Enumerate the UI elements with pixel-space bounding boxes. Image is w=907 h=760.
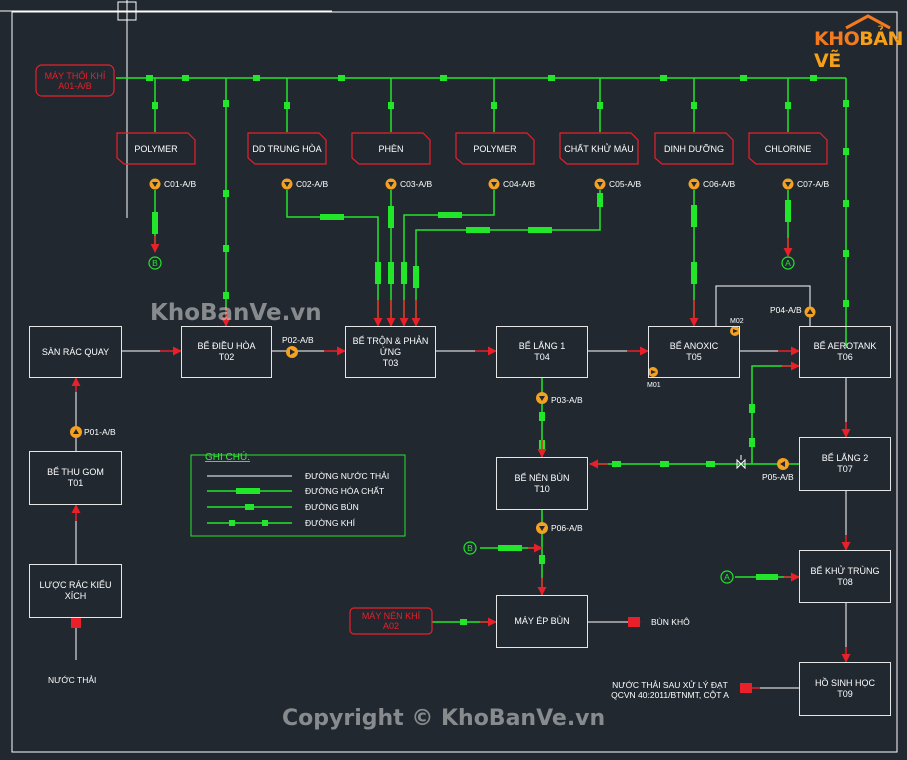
chemical-tag-c07: CHLORINE — [764, 143, 812, 154]
pump-label-p03: P03-A/B — [551, 395, 583, 405]
pump-label-c06: C06-A/B — [703, 179, 736, 189]
mixer-label-m02: M02 — [730, 318, 744, 325]
pump-label-p02: P02-A/B — [282, 335, 314, 345]
effluent-standard-label: NƯỚC THẢI SAU XỬ LÝ ĐẠT QCVN 40:2011/BTN… — [611, 680, 729, 700]
legend-item-air: ĐƯỜNG KHÍ — [305, 518, 355, 528]
connector-b-top-label: B — [152, 258, 158, 268]
tank-nen-bun: BỂ NÉN BÙN T10 — [496, 457, 588, 510]
connector-a-top — [781, 256, 795, 270]
tank-lang-2: BỂ LẮNG 2 T07 — [799, 437, 891, 491]
pump-c06 — [688, 178, 700, 190]
logo-kho-text: KHO — [814, 28, 860, 50]
raw-wastewater-label: NƯỚC THẢI — [48, 675, 97, 685]
pond-sinh-hoc: HỒ SINH HỌC T09 — [799, 662, 891, 716]
compressor-box — [349, 607, 433, 635]
pump-p06 — [536, 522, 548, 534]
tank-tron-phan-ung: BỂ TRỘN & PHẢN ỨNG T03 — [345, 326, 436, 378]
pump-label-c05: C05-A/B — [609, 179, 642, 189]
mixer-m01 — [648, 367, 658, 377]
kho-ban-ve-logo: KHOBẢN VẼ — [806, 14, 903, 72]
pump-c07 — [782, 178, 794, 190]
pump-label-c04: C04-A/B — [503, 179, 536, 189]
tank-lang-1: BỂ LẮNG 1 T04 — [496, 326, 588, 378]
pump-label-c07: C07-A/B — [797, 179, 830, 189]
pump-label-p04: P04-A/B — [770, 305, 802, 315]
chemical-dashes — [152, 193, 791, 288]
pump-p02 — [286, 346, 298, 358]
bun-kho-arrow-icon — [628, 617, 640, 627]
connector-a-bottom — [720, 570, 734, 584]
legend-item-chemical: ĐƯỜNG HÓA CHẤT — [305, 486, 385, 496]
chemical-tag-c05: CHẤT KHỬ MÀU — [564, 143, 634, 154]
pump-c02 — [281, 178, 293, 190]
sludge-lines — [432, 365, 799, 623]
connector-b-bottom-label: B — [467, 543, 473, 553]
valve-symbol — [736, 455, 746, 470]
connector-a-bottom-label: A — [724, 572, 730, 582]
pump-c04 — [488, 178, 500, 190]
tank-khu-trung: BỂ KHỬ TRÙNG T08 — [799, 550, 891, 603]
pump-c03 — [385, 178, 397, 190]
pump-label-p05: P05-A/B — [762, 472, 794, 482]
pump-c01 — [149, 178, 161, 190]
pump-symbols — [70, 178, 816, 534]
tank-thu-gom: BỂ THU GOM T01 — [29, 451, 122, 505]
sludge-press: MÁY ÉP BÙN — [496, 595, 588, 648]
crosshair-box — [117, 1, 137, 21]
pump-label-c03: C03-A/B — [400, 179, 433, 189]
chemical-tag-c06: DINH DƯỠNG — [664, 143, 724, 154]
pump-label-c01: C01-A/B — [164, 179, 197, 189]
tank-aerotank: BỂ AEROTANK T06 — [799, 326, 891, 378]
chemical-arrows — [150, 236, 793, 327]
connector-b-top — [148, 256, 162, 270]
chemical-tags — [116, 132, 828, 165]
connector-circles — [148, 256, 795, 584]
connector-b-bottom — [463, 541, 477, 555]
chemical-tag-c02: DD TRUNG HÒA — [252, 143, 322, 154]
copyright-watermark: Copyright © KhoBanVe.vn — [282, 706, 606, 731]
dry-sludge-label: BÙN KHÔ — [651, 617, 690, 627]
chemical-tag-c04: POLYMER — [473, 143, 517, 154]
mixer-m02 — [730, 326, 740, 336]
connector-a-top-label: A — [785, 258, 791, 268]
legend-title: GHI CHÚ: — [205, 452, 250, 463]
outlet-arrow-icon — [740, 683, 752, 693]
sludge-arrows — [480, 361, 800, 627]
legend-item-sludge: ĐƯỜNG BÙN — [305, 502, 359, 512]
mixer-label-m01: M01 — [647, 382, 661, 389]
tank-dieu-hoa: BỂ ĐIỀU HÒA T02 — [181, 326, 272, 378]
legend-item-water: ĐƯỜNG NƯỚC THẢI — [305, 471, 390, 481]
grate-icon — [71, 617, 81, 628]
pump-label-c02: C02-A/B — [296, 179, 329, 189]
sludge-dashes — [460, 404, 778, 625]
blower-box — [35, 64, 115, 97]
pump-p04 — [804, 306, 816, 318]
blower-label: MÁY THỔI KHÍ A01-A/B — [44, 70, 106, 91]
legend: GHI CHÚ: ĐƯỜNG NƯỚC THẢI ĐƯỜNG HÓA CHẤT … — [191, 452, 405, 536]
pump-label-p06: P06-A/B — [551, 523, 583, 533]
drawing-frame — [11, 11, 898, 753]
pump-p03 — [536, 392, 548, 404]
compressor-label: MÁY NÉN KHÍ A02 — [361, 611, 421, 631]
tank-anoxic: BỂ ANOXIC T05 — [648, 326, 740, 378]
pump-c05 — [594, 178, 606, 190]
pump-label-p01: P01-A/B — [84, 427, 116, 437]
legend-frame — [190, 454, 406, 537]
tank-san-rac-quay: SÀN RÁC QUAY — [29, 326, 122, 378]
site-watermark: KhoBanVe.vn — [150, 300, 322, 326]
pump-p05 — [777, 458, 789, 470]
air-header-dashes — [146, 75, 849, 307]
chemical-tag-c03: PHÈN — [378, 143, 404, 154]
pump-p01 — [70, 426, 82, 438]
logo-banve-text: BẢN VẼ — [814, 28, 903, 72]
chemical-tag-c01: POLYMER — [134, 143, 178, 154]
water-arrows — [71, 346, 851, 693]
screen-luoc-rac: LƯỢC RÁC KIỂU XÍCH — [29, 564, 122, 618]
